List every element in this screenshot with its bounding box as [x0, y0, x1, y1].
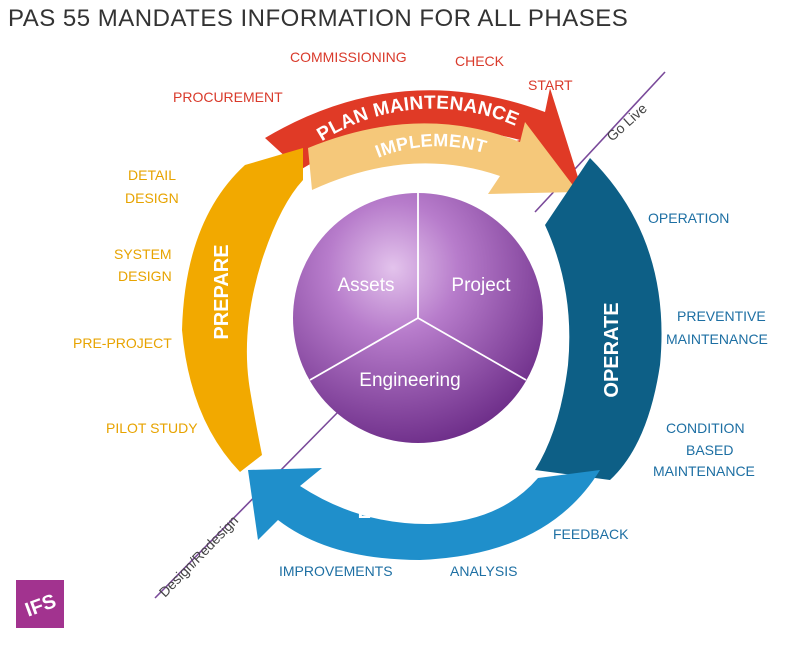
label-condition-2: BASED [686, 442, 733, 458]
label-condition-1: CONDITION [666, 420, 745, 436]
ifs-logo: IFS [16, 580, 64, 628]
operate-label: OPERATE [601, 302, 623, 397]
prepare-arc [182, 148, 303, 472]
center-divider-right [417, 317, 527, 381]
label-analysis: ANALYSIS [450, 563, 517, 579]
center-divider-left [309, 317, 419, 381]
ifs-logo-square [16, 580, 64, 628]
label-pilot-study: PILOT STUDY [106, 420, 198, 436]
label-start: START [528, 77, 573, 93]
label-pre-project: PRE-PROJECT [73, 335, 172, 351]
center-project: Project [451, 275, 511, 296]
design-redesign-line [154, 409, 341, 599]
label-operation: OPERATION [648, 210, 729, 226]
evaluate-label: EVALUATE [358, 501, 463, 523]
label-detail-design-2: DESIGN [125, 190, 179, 206]
implement-arrow [308, 122, 578, 194]
label-procurement: PROCUREMENT [173, 89, 283, 105]
evaluate-arrow [248, 468, 600, 560]
operate-arc [535, 158, 662, 480]
label-preventive-2: MAINTENANCE [666, 331, 768, 347]
label-check: CHECK [455, 53, 505, 69]
label-condition-3: MAINTENANCE [653, 463, 755, 479]
label-system-design-1: SYSTEM [114, 246, 172, 262]
plan-maintenance-arrow [265, 88, 582, 190]
label-system-design-2: DESIGN [118, 268, 172, 284]
label-go-live: Go Live [603, 100, 650, 144]
label-detail-design-1: DETAIL [128, 167, 176, 183]
label-preventive-1: PREVENTIVE [677, 308, 766, 324]
label-feedback: FEEDBACK [553, 526, 629, 542]
center-engineering: Engineering [359, 370, 460, 391]
label-improvements: IMPROVEMENTS [279, 563, 393, 579]
page-title: PAS 55 MANDATES INFORMATION FOR ALL PHAS… [8, 5, 628, 32]
prepare-label: PREPARE [211, 244, 233, 339]
label-commissioning: COMMISSIONING [290, 49, 407, 65]
center-assets: Assets [337, 275, 394, 296]
label-design-redesign: Design/Redesign [156, 512, 242, 600]
